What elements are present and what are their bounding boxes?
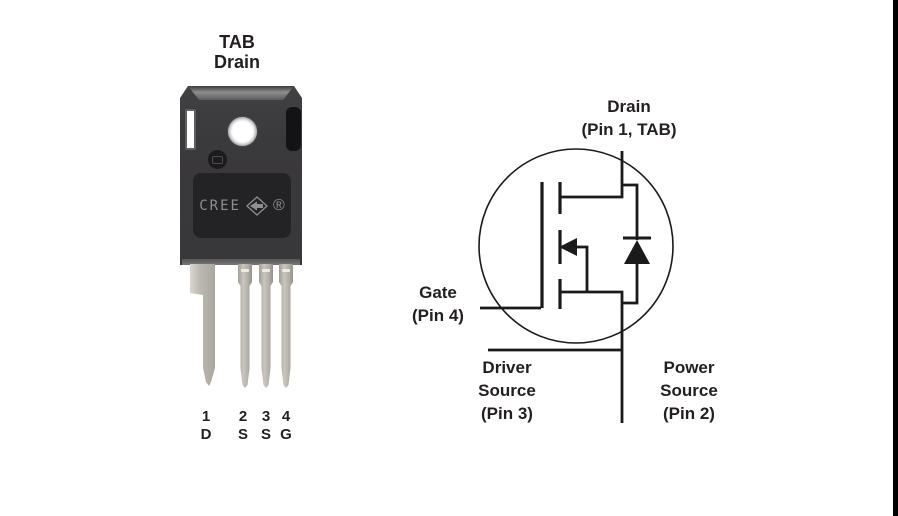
cree-diamond-logo-icon [245, 195, 268, 216]
body-arrowhead-icon [559, 238, 577, 256]
gate-label-line1: Gate [419, 283, 457, 302]
pin4-number: 4 [281, 408, 291, 425]
pin4-name: G [280, 426, 292, 443]
package-tab-label: TAB Drain [187, 32, 287, 72]
tab-label-line1: TAB [219, 32, 255, 52]
source-wire [560, 290, 624, 423]
gate-label-line2: (Pin 4) [412, 306, 464, 325]
driver-source-line1: Driver [482, 358, 532, 377]
tab-label-line2: Drain [213, 52, 260, 72]
driver-source-line2: Source [478, 381, 536, 400]
pin-lead-4-gate [279, 264, 293, 388]
pin2-label: 2 S [231, 408, 255, 444]
pin3-tiebar-notch [262, 269, 270, 272]
molded-indicator-dot [208, 150, 227, 169]
page-edge-bar [893, 0, 898, 516]
pin4-tiebar-notch [282, 269, 290, 272]
power-source-line3: (Pin 2) [663, 404, 715, 423]
registered-trademark-icon: ® [272, 196, 285, 214]
drain-terminal-label: Drain (Pin 1, TAB) [559, 95, 699, 141]
gate-terminal-label: Gate (Pin 4) [388, 281, 488, 327]
pin3-name: S [260, 426, 271, 443]
pin1-number: 1 [201, 408, 211, 425]
brand-text: CREE [199, 197, 241, 214]
pin-lead-3-source [259, 264, 273, 388]
package-body: CREE ® [180, 86, 302, 265]
dot-mark [212, 155, 223, 164]
drain-label-line2: (Pin 1, TAB) [581, 120, 677, 139]
diode-top-branch [622, 183, 639, 240]
pin3-number: 3 [261, 408, 271, 425]
body-diode-triangle [624, 240, 650, 264]
drain-wire [560, 151, 624, 199]
driver-source-line3: (Pin 3) [481, 404, 533, 423]
pin2-number: 2 [238, 408, 248, 425]
power-source-line2: Source [660, 381, 718, 400]
power-source-terminal-label: Power Source (Pin 2) [639, 356, 739, 425]
transistor-circle [478, 148, 674, 344]
mounting-hole [228, 117, 257, 146]
pin1-label: 1 D [194, 408, 218, 444]
pin2-name: S [237, 426, 248, 443]
package-right-slot [286, 107, 301, 151]
pin2-tiebar-notch [241, 269, 249, 272]
laser-mark-area: CREE ® [193, 173, 291, 238]
driver-source-terminal-label: Driver Source (Pin 3) [457, 356, 557, 425]
package-top-bevel [188, 86, 294, 100]
body-connection-wire [574, 245, 589, 293]
pin1-name: D [200, 426, 212, 443]
power-source-line1: Power [663, 358, 715, 377]
package-left-slot [185, 109, 196, 150]
pin3-label: 3 S [254, 408, 278, 444]
drain-label-line1: Drain [607, 97, 651, 116]
diode-bottom-branch [622, 262, 639, 305]
pin-lead-2-source [238, 264, 252, 388]
package-bottom-bevel [182, 259, 300, 265]
pin4-label: 4 G [274, 408, 298, 444]
